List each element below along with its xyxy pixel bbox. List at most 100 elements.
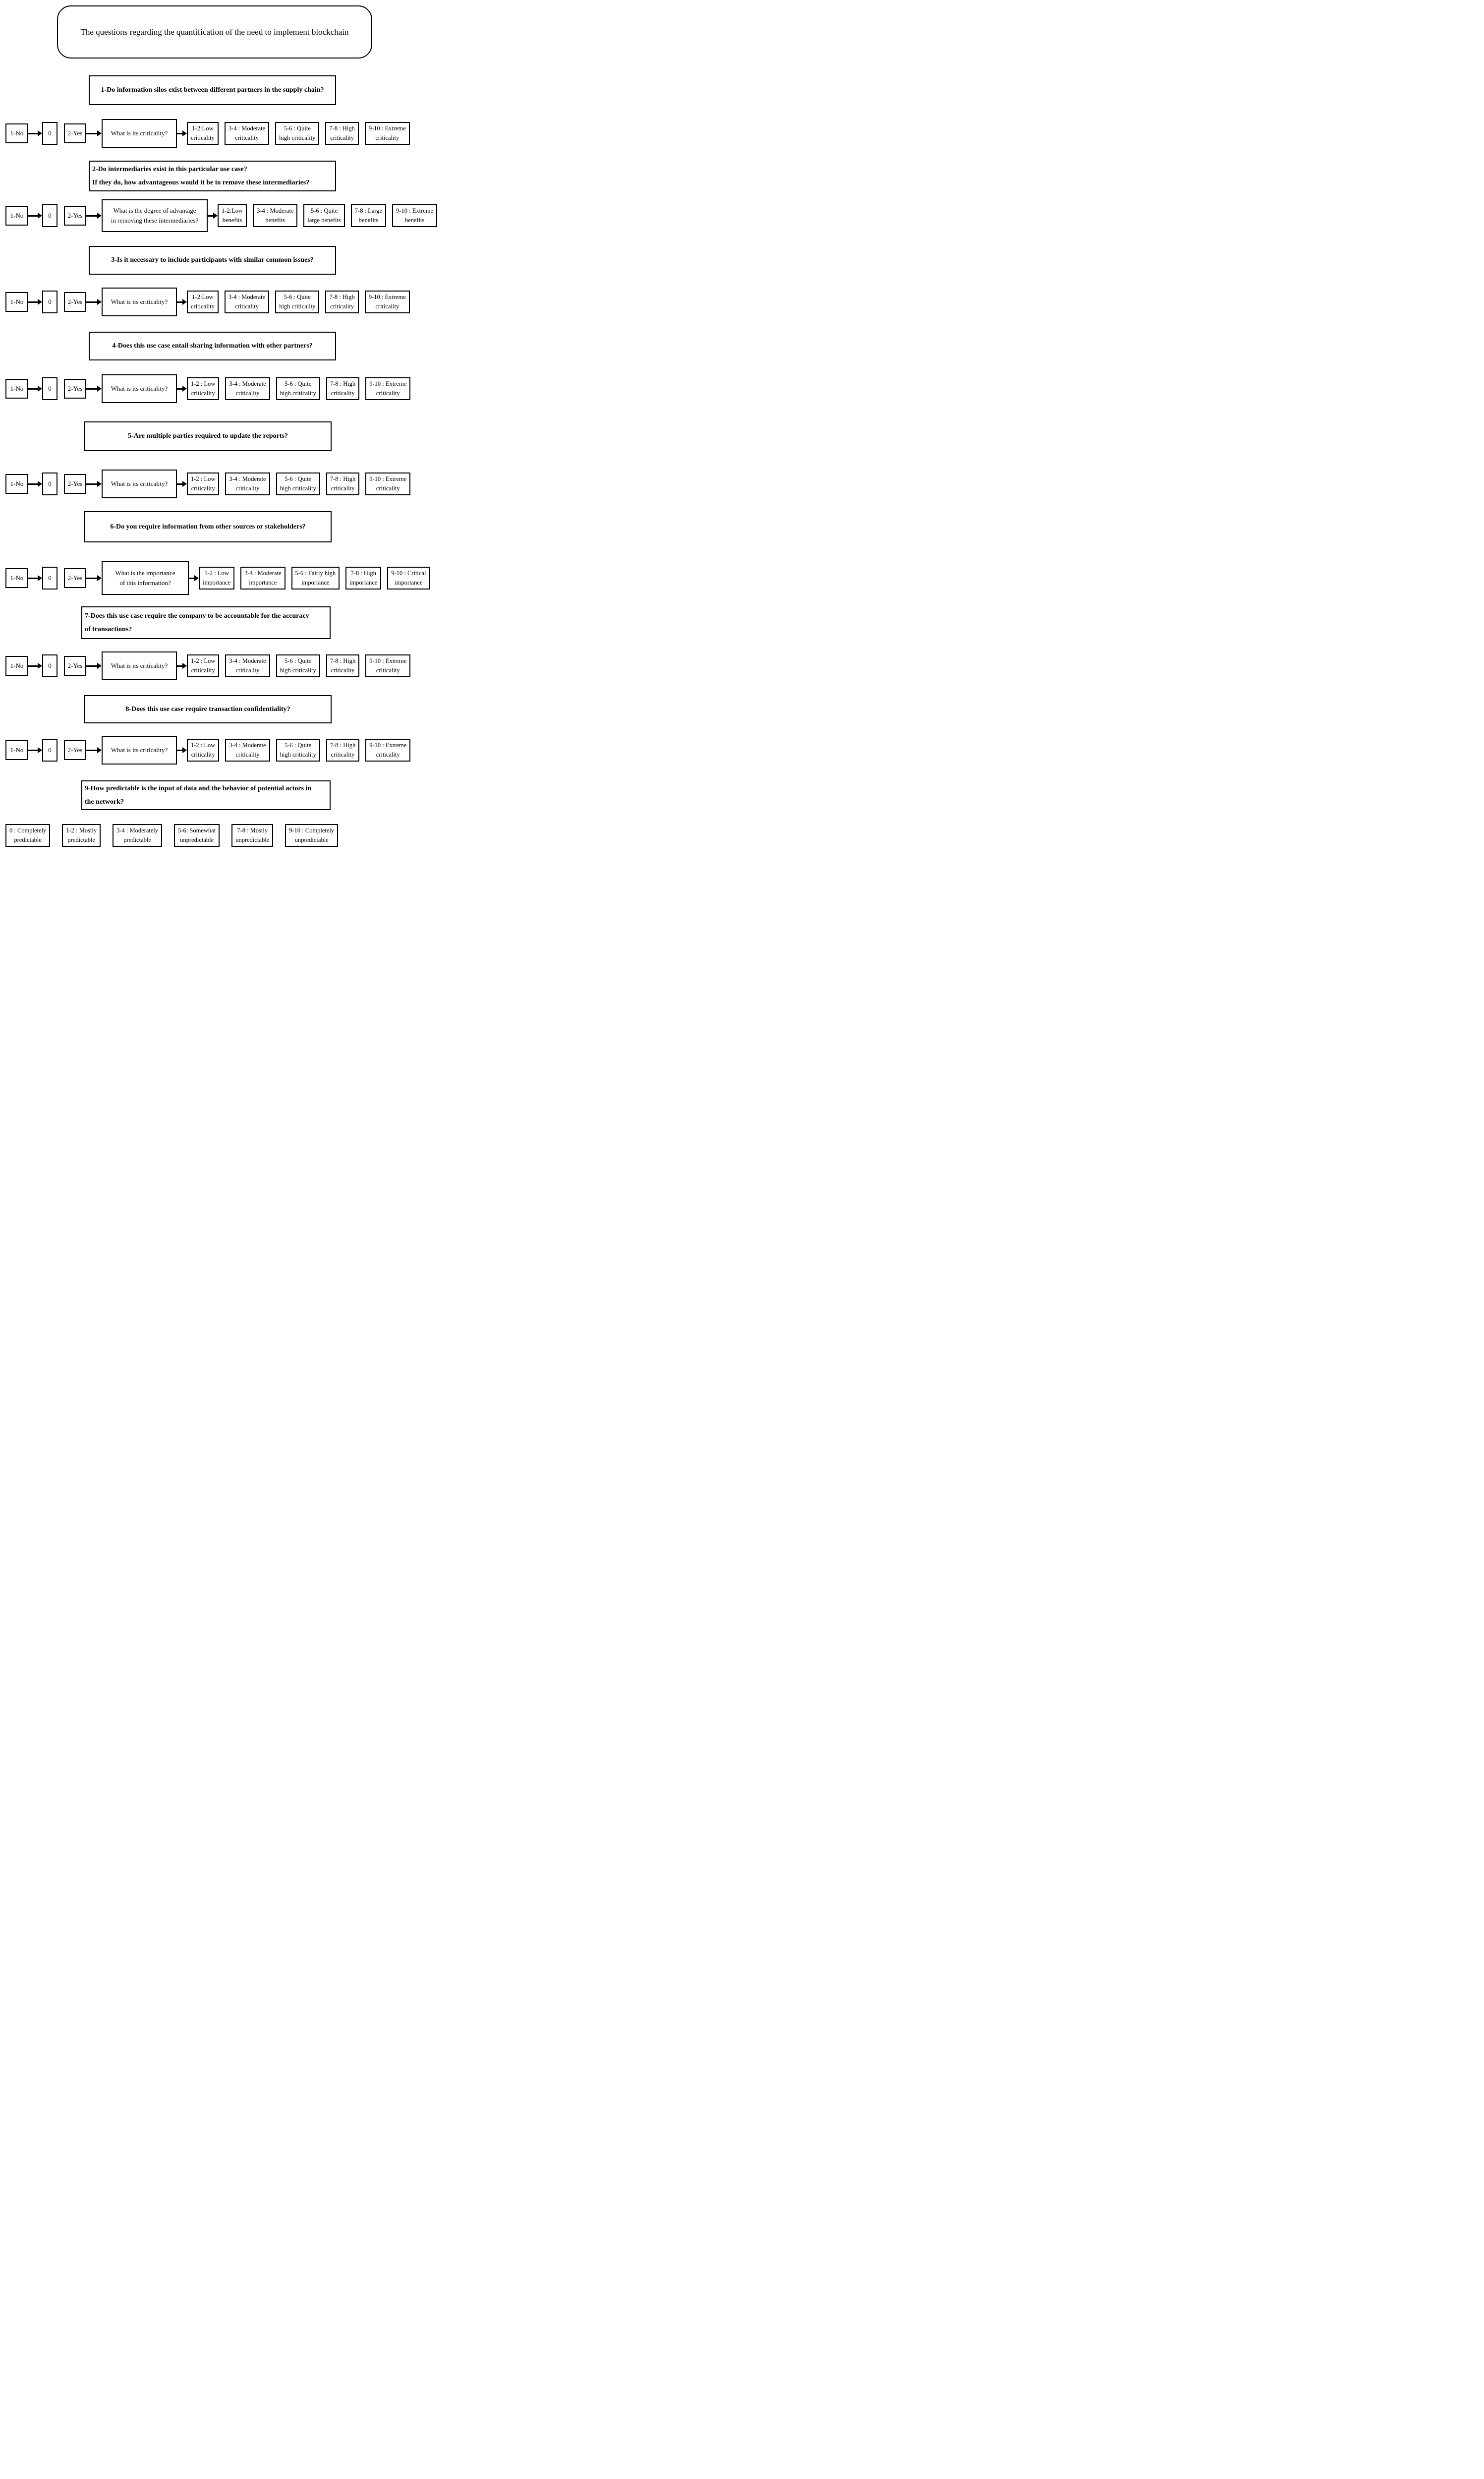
arrow-right-icon [177, 481, 187, 487]
question-box-8: 8-Does this use case require transaction… [84, 695, 332, 723]
prompt-box: What is its criticality? [102, 736, 177, 765]
rating-line: benefits [404, 217, 425, 224]
arrow-right-icon [28, 663, 42, 669]
rating-line: criticality [376, 485, 400, 492]
question-text: 8-Does this use case require transaction… [125, 705, 290, 713]
flow-row-2: 1-No 0 2-Yes What is the degree of advan… [5, 199, 438, 232]
rating-line: 5-6 : Quite [285, 657, 312, 665]
rating-line: 7-8 : High [330, 380, 356, 388]
rating-line: 9-10 : Extreme [396, 207, 434, 215]
rating-box: 1-2 : Low criticality [187, 739, 220, 762]
rating-line: criticality [331, 485, 355, 492]
scale-box: 1-2 : Mostly predictable [62, 824, 101, 847]
yes-box: 2-Yes [64, 656, 86, 676]
rating-line: 7-8 : High [330, 742, 356, 749]
rating-box: 7-8 : High criticality [326, 739, 360, 762]
yes-box: 2-Yes [64, 568, 86, 588]
rating-line: 7-8 : Large [354, 207, 383, 215]
rating-line: criticality [235, 303, 259, 310]
rating-line: 3-4 : Moderate [229, 742, 266, 749]
title-box: The questions regarding the quantificati… [57, 5, 372, 59]
rating-line: 5-6 : Quite [285, 475, 312, 483]
yes-box: 2-Yes [64, 379, 86, 399]
question-box-4: 4-Does this use case entail sharing info… [89, 332, 336, 360]
rating-line: criticality [376, 751, 400, 758]
rating-line: criticality [191, 390, 215, 397]
prompt-box: What is its criticality? [102, 470, 177, 498]
scale-line: 9-10 : Completely [289, 827, 335, 834]
rating-line: criticality [191, 303, 215, 310]
rating-line: large benefits [307, 217, 341, 224]
rating-line: 1-2 : Low [191, 742, 216, 749]
rating-line: high criticality [279, 303, 316, 310]
scale-box: 9-10 : Completely unpredictable [285, 824, 339, 847]
zero-box: 0 [42, 377, 57, 400]
prompt-line: What is its criticality? [111, 746, 168, 754]
prompt-box: What is the degree of advantage in remov… [102, 199, 208, 232]
rating-box: 3-4 : Moderate criticality [224, 291, 270, 313]
rating-line: importance [395, 579, 423, 586]
rating-line: 1-2:Low [192, 125, 214, 132]
rating-line: 5-6 : Quite [284, 294, 311, 301]
rating-line: criticality [376, 390, 400, 397]
rating-line: 5-6 : Quite [284, 125, 311, 132]
flow-row-7: 1-No 0 2-Yes What is its criticality? 1-… [5, 651, 411, 680]
rating-line: 5-6 : Quite [285, 380, 312, 388]
prompt-box: What is its criticality? [102, 288, 177, 316]
question-text: 1-Do information silos exist between dif… [101, 86, 324, 94]
question-box-9: 9-How predictable is the input of data a… [81, 780, 331, 810]
prompt-line: What is its criticality? [111, 297, 168, 305]
rating-line: criticality [331, 751, 355, 758]
rating-line: 9-10 : Extreme [369, 657, 407, 665]
arrow-right-icon [28, 299, 42, 305]
prompt-box: What is its criticality? [102, 374, 177, 403]
rating-line: 9-10 : Extreme [369, 475, 407, 483]
flow-row-8: 1-No 0 2-Yes What is its criticality? 1-… [5, 736, 411, 765]
rating-line: 1-2:Low [222, 207, 243, 215]
flow-row-4: 1-No 0 2-Yes What is its criticality? 1-… [5, 374, 411, 403]
yes-box: 2-Yes [64, 474, 86, 494]
rating-line: criticality [330, 303, 354, 310]
rating-line: 3-4 : Moderate [229, 475, 266, 483]
rating-line: 9-10 : Extreme [369, 380, 407, 388]
rating-line: 7-8 : High [330, 475, 356, 483]
scale-line: predictable [67, 836, 95, 843]
no-box: 1-No [5, 379, 28, 399]
rating-line: criticality [331, 667, 355, 674]
rating-line: 9-10 : Extreme [368, 294, 406, 301]
scale-line: 5-6: Somewhat [178, 827, 216, 834]
arrow-right-icon [28, 213, 42, 219]
question-text: 3-Is it necessary to include participant… [111, 256, 314, 264]
rating-line: 1-2 : Low [191, 380, 216, 388]
question-text: 6-Do you require information from other … [110, 523, 306, 531]
question-text: 9-How predictable is the input of data a… [85, 784, 312, 792]
zero-box: 0 [42, 739, 57, 762]
zero-box: 0 [42, 654, 57, 677]
question-text: 2-Do intermediaries exist in this partic… [92, 165, 247, 173]
rating-line: 7-8 : High [350, 570, 376, 577]
prompt-line: What is the importance [115, 569, 175, 577]
rating-line: high criticality [280, 390, 316, 397]
rating-line: 9-10 : Critical [391, 570, 426, 577]
rating-box: 9-10 : Critical importance [387, 567, 430, 590]
rating-box: 9-10 : Extreme benefits [392, 204, 438, 227]
flow-row-3: 1-No 0 2-Yes What is its criticality? 1-… [5, 288, 410, 316]
rating-line: 3-4 : Moderate [228, 294, 266, 301]
rating-line: 5-6 : Quite [285, 742, 312, 749]
rating-line: criticality [191, 751, 215, 758]
rating-line: criticality [191, 134, 215, 141]
scale-line: 1-2 : Mostly [66, 827, 97, 834]
question-box-7: 7-Does this use case require the company… [81, 606, 331, 639]
scale-line: unpredictable [294, 836, 329, 843]
